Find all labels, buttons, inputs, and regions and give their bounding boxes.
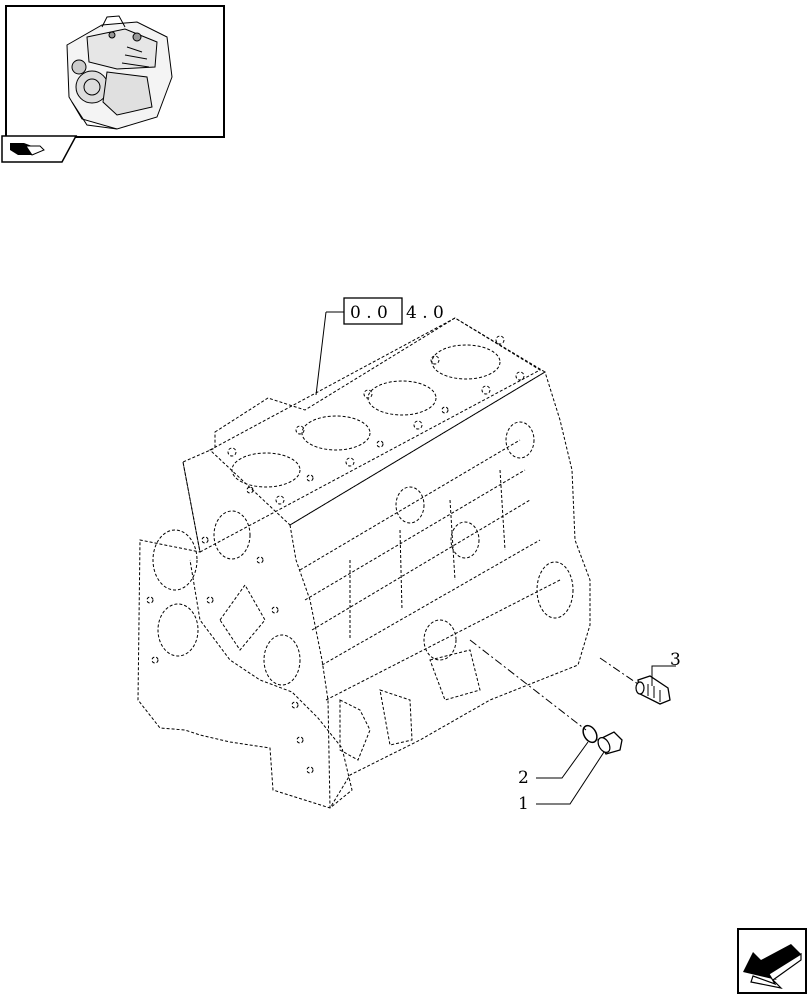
next-page-arrow-icon [743, 944, 802, 989]
reference-rest-text[interactable]: 4 . 0 [406, 303, 444, 323]
callout-1-leader [536, 751, 605, 805]
reference-box [343, 297, 403, 325]
callout-2-leader [536, 741, 589, 779]
engine-thumbnail-icon [66, 15, 173, 130]
engine-thumbnail [5, 5, 225, 138]
book-icon [10, 143, 45, 156]
next-page-button[interactable] [737, 928, 807, 994]
callout-3[interactable]: 3 [670, 650, 681, 670]
thumbnail-tab [1, 135, 78, 163]
callout-1[interactable]: 1 [518, 794, 529, 814]
part-3-sensor [599, 657, 671, 705]
engine-block [137, 317, 591, 809]
callout-3-leader [651, 665, 676, 686]
callout-2[interactable]: 2 [518, 768, 529, 788]
part-1-plug [597, 731, 623, 755]
reference-leader-line [315, 311, 344, 396]
reference-boxed-text[interactable]: 0 . 0 [350, 303, 388, 323]
part-2-washer [469, 639, 598, 744]
